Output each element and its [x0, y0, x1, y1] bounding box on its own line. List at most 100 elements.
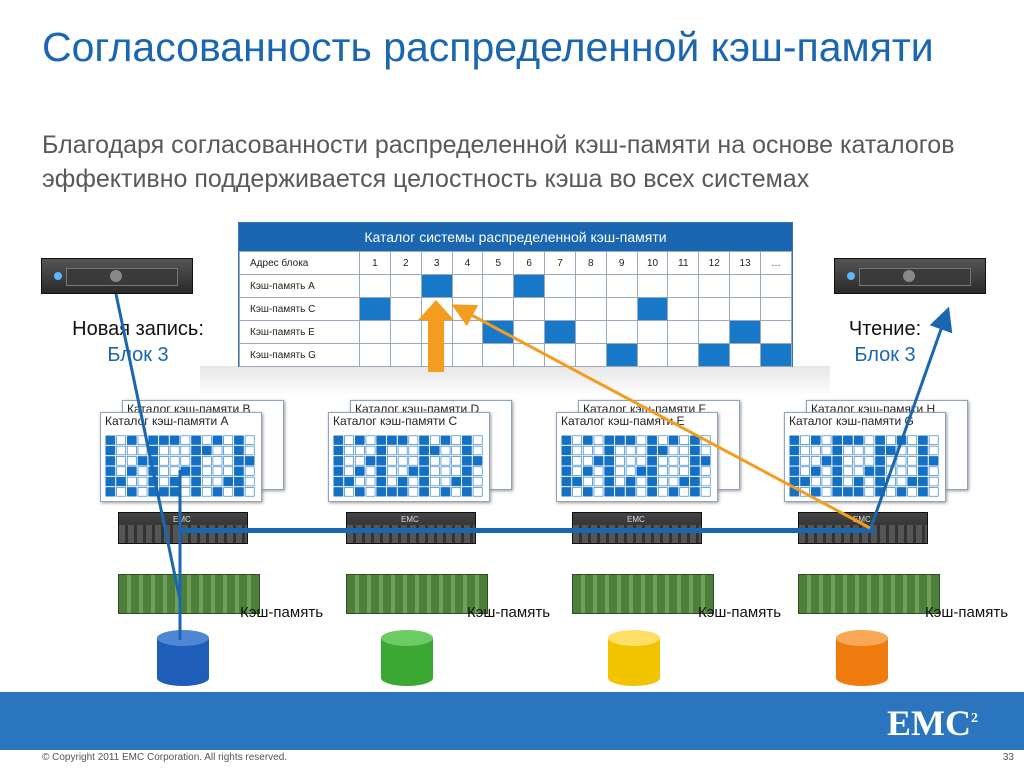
directory-cell	[574, 320, 607, 344]
directory-cell	[574, 343, 607, 367]
directory-cell	[759, 320, 793, 344]
card-title: Каталог кэш-памяти A	[105, 414, 229, 428]
directory-cell	[389, 320, 422, 344]
write-path-line	[114, 293, 182, 601]
directory-cell	[513, 274, 546, 298]
lookup-arrow	[451, 304, 871, 530]
disk-icon	[836, 630, 888, 686]
cache-directory-card-c: Каталог кэш-памяти C	[328, 412, 490, 502]
directory-cell	[574, 274, 607, 298]
block-column-7: 7	[544, 251, 576, 275]
directory-bitmap-icon	[789, 435, 939, 497]
row-label: Кэш-память E	[239, 320, 360, 344]
directory-bitmap-icon	[105, 435, 255, 497]
card-title: Каталог кэш-памяти G	[789, 414, 914, 428]
directory-cell	[605, 320, 638, 344]
cache-label: Кэш-память	[925, 604, 1009, 621]
directory-cell	[359, 297, 391, 321]
power-led-icon	[847, 272, 855, 280]
block-column-13: 13	[729, 251, 761, 275]
directory-cell	[420, 274, 453, 298]
directory-cell	[698, 297, 731, 321]
directory-cell	[759, 343, 793, 367]
memory-module-icon	[572, 574, 714, 614]
brand-text: EMC	[887, 703, 971, 743]
interconnect-line	[180, 528, 875, 533]
cache-label: Кэш-память	[240, 604, 324, 621]
directory-cell	[759, 274, 793, 298]
directory-cell	[698, 343, 731, 367]
directory-row: Кэш-память G	[239, 343, 793, 367]
directory-cell	[513, 297, 546, 321]
drive-bay-icon	[66, 268, 178, 286]
write-label-line2: Блок 3	[107, 344, 169, 366]
directory-cell	[544, 320, 576, 344]
power-led-icon	[54, 272, 62, 280]
directory-cell	[667, 343, 700, 367]
emc-logo: EMC2	[887, 702, 978, 744]
update-arrow-icon	[418, 300, 454, 372]
disk-icon	[608, 630, 660, 686]
cache-directory-card-e: Каталог кэш-памяти E	[556, 412, 718, 502]
box-logo: EMC	[853, 515, 871, 524]
directory-bitmap-icon	[561, 435, 711, 497]
box-logo: EMC	[401, 515, 419, 524]
directory-cell	[605, 343, 638, 367]
memory-module-icon	[346, 574, 488, 614]
directory-bitmap-icon	[333, 435, 483, 497]
server-button-icon	[110, 270, 122, 282]
card-title: Каталог кэш-памяти C	[333, 414, 458, 428]
directory-cell	[482, 274, 515, 298]
drive-bay-icon	[859, 268, 971, 286]
disk-icon	[381, 630, 433, 686]
write-label: Новая запись: Блок 3	[48, 316, 228, 368]
slide-subtitle: Благодаря согласованности распределенной…	[42, 131, 955, 193]
memory-module-icon	[118, 574, 260, 614]
block-column-2: 2	[389, 251, 422, 275]
copyright: © Copyright 2011 EMC Corporation. All ri…	[42, 752, 288, 763]
cache-label: Кэш-память	[467, 604, 551, 621]
box-logo: EMC	[627, 515, 645, 524]
memory-module-icon	[798, 574, 940, 614]
read-label: Чтение: Блок 3	[820, 316, 950, 368]
read-label-line1: Чтение:	[848, 318, 922, 340]
read-label-line2: Блок 3	[854, 344, 916, 366]
row-label: Кэш-память G	[239, 343, 360, 367]
directory-cell	[636, 343, 669, 367]
cache-directory-card-g: Каталог кэш-памяти G	[784, 412, 946, 502]
directory-cell	[359, 320, 391, 344]
directory-cell	[544, 297, 576, 321]
footer-bar: EMC2	[0, 692, 1024, 750]
directory-row: Кэш-память A	[239, 274, 793, 298]
directory-cell	[698, 274, 731, 298]
block-column-6: 6	[513, 251, 546, 275]
directory-shadow	[200, 366, 830, 396]
block-column-3: 3	[420, 251, 453, 275]
directory-cell	[729, 320, 761, 344]
storage-engine-icon: EMC	[118, 512, 248, 544]
directory-cell	[636, 320, 669, 344]
directory-header: Каталог системы распределенной кэш-памят…	[239, 223, 792, 251]
slide-title: Согласованность распределенной кэш-памят…	[42, 24, 934, 70]
card-title: Каталог кэш-памяти E	[561, 414, 685, 428]
directory-cell	[667, 297, 700, 321]
page-number: 33	[1002, 752, 1014, 763]
cache-directory-card-a: Каталог кэш-памяти A	[100, 412, 262, 502]
directory-cell	[636, 274, 669, 298]
writer-server-icon	[41, 258, 193, 294]
box-logo: EMC	[173, 515, 191, 524]
directory-row: Кэш-память E	[239, 320, 793, 344]
directory-cell	[359, 343, 391, 367]
disk-icon	[157, 630, 209, 686]
cache-label: Кэш-память	[698, 604, 782, 621]
block-column-10: 10	[636, 251, 669, 275]
directory-cell	[482, 343, 515, 367]
row-label: Кэш-память C	[239, 297, 360, 321]
block-column-14: …	[759, 251, 793, 275]
server-button-icon	[903, 270, 915, 282]
read-arrow	[868, 306, 953, 531]
directory-cell	[636, 297, 669, 321]
directory-cell	[451, 343, 484, 367]
reader-server-icon	[834, 258, 986, 294]
